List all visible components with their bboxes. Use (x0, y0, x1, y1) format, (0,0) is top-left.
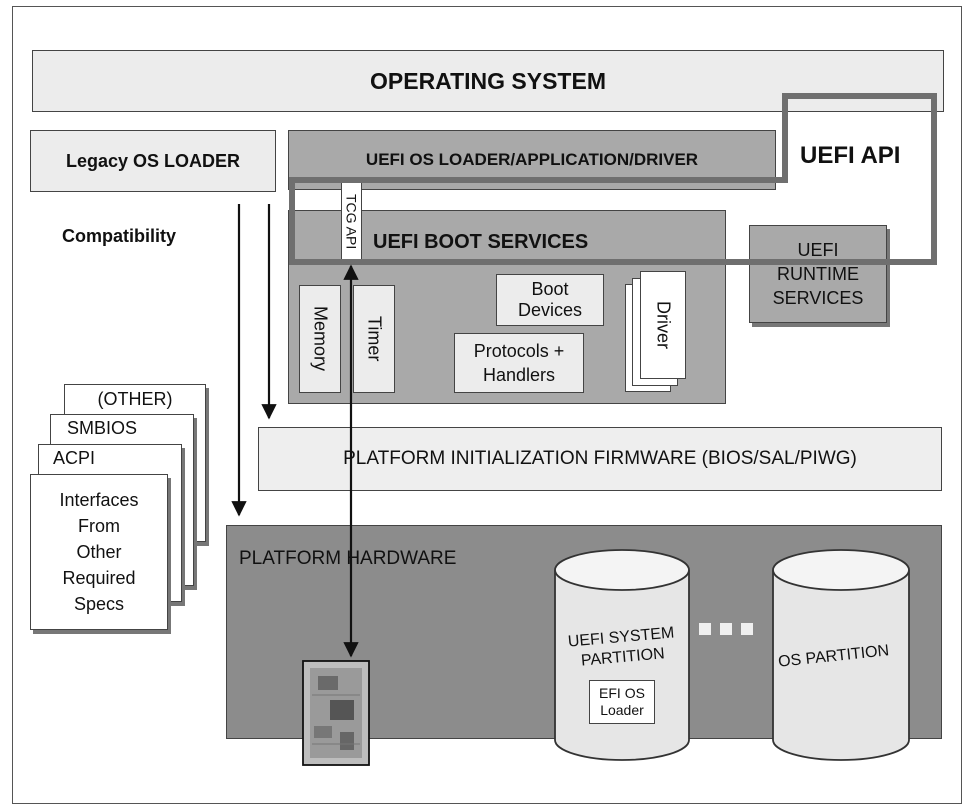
platform-firmware-box: PLATFORM INITIALIZATION FIRMWARE (BIOS/S… (258, 427, 942, 491)
ellipsis-dot-2 (720, 623, 732, 635)
spec-front-line-2: From (78, 516, 120, 536)
runtime-line-2: RUNTIME (777, 264, 859, 284)
operating-system-label: OPERATING SYSTEM (370, 67, 606, 94)
protocols-line-2: Handlers (482, 365, 556, 385)
driver-label: Driver (653, 301, 674, 349)
platform-firmware-label: PLATFORM INITIALIZATION FIRMWARE (BIOS/S… (343, 448, 857, 469)
tcg-api-box: TCG API (341, 180, 362, 264)
tcg-api-label: TCG API (343, 194, 360, 250)
boot-devices-box: Boot Devices (496, 274, 604, 326)
efi-os-loader-line-1: EFI OS (599, 685, 645, 701)
uefi-api-label: UEFI API (800, 142, 901, 169)
ellipsis-dot-1 (699, 623, 711, 635)
spec-front-line-3: Other (76, 542, 122, 562)
runtime-line-1: UEFI (797, 240, 839, 260)
spec-smbios-label: SMBIOS (67, 418, 138, 438)
spec-acpi-label: ACPI (53, 448, 96, 468)
spec-front-line-4: Required (62, 568, 136, 588)
uefi-boot-services-label: UEFI BOOT SERVICES (373, 231, 589, 253)
uefi-os-loader-label: UEFI OS LOADER/APPLICATION/DRIVER (365, 150, 699, 169)
legacy-os-loader-box: Legacy OS LOADER (30, 130, 276, 192)
timer-label: Timer (364, 316, 385, 362)
protocols-handlers-box: Protocols + Handlers (454, 333, 584, 393)
spec-front-line-5: Specs (73, 594, 125, 614)
protocols-line-1: Protocols + (473, 341, 565, 361)
legacy-os-loader-label: Legacy OS LOADER (65, 150, 241, 171)
tpm-chip-image (302, 660, 370, 766)
spec-doc-front: Interfaces From Other Required Specs (30, 474, 168, 630)
memory-label: Memory (310, 306, 331, 372)
diagram-frame (12, 6, 962, 804)
driver-box: Driver (640, 271, 686, 379)
spec-other-label: (OTHER) (97, 389, 173, 409)
efi-os-loader-line-2: Loader (600, 702, 644, 718)
boot-devices-line-2: Devices (517, 300, 583, 320)
operating-system-bar: OPERATING SYSTEM (32, 50, 944, 112)
ellipsis-dot-3 (741, 623, 753, 635)
memory-box: Memory (299, 285, 341, 393)
spec-front-line-1: Interfaces (59, 490, 139, 510)
uefi-api-outline (289, 93, 937, 265)
efi-os-loader-box: EFI OS Loader (589, 680, 655, 724)
boot-devices-line-1: Boot (531, 279, 569, 299)
uefi-runtime-services-box: UEFI RUNTIME SERVICES (749, 225, 887, 323)
os-partition-cylinder (772, 549, 910, 761)
uefi-system-partition-cylinder (554, 549, 690, 761)
runtime-line-3: SERVICES (772, 288, 864, 308)
timer-box: Timer (353, 285, 395, 393)
compatibility-label: Compatibility (62, 226, 177, 246)
